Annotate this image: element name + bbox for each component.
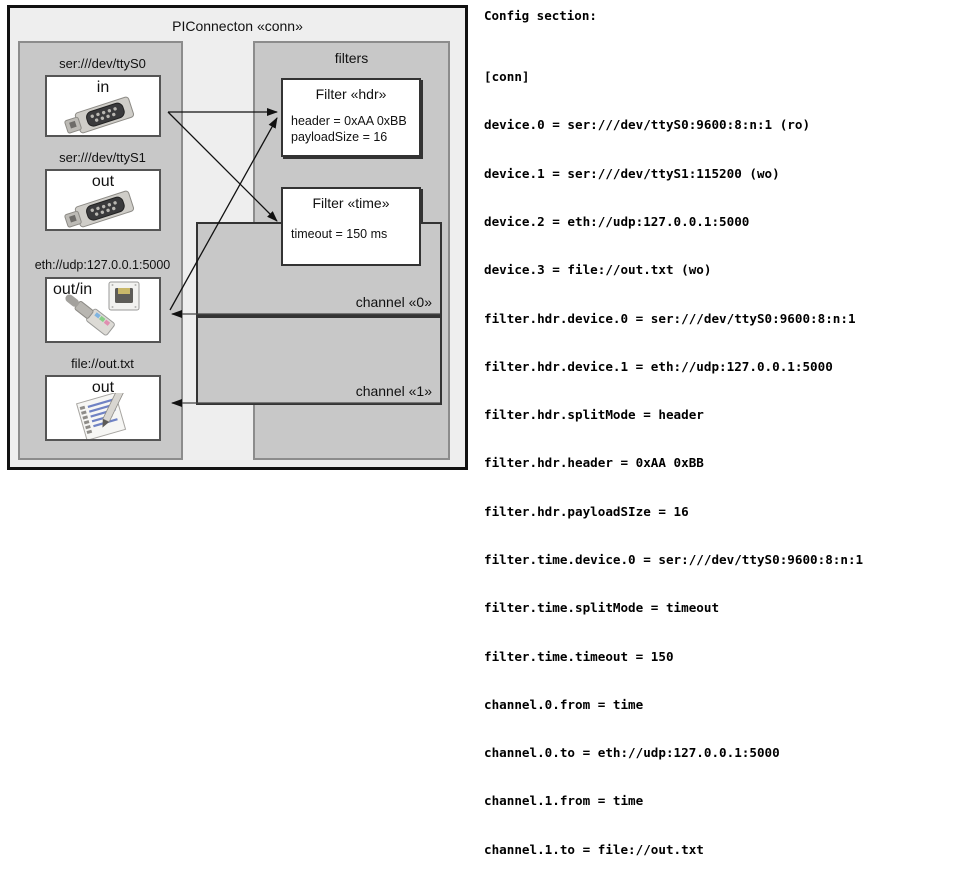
filter-card-time-top[interactable]: Filter «time» timeout = 150 ms (281, 187, 421, 266)
channel-label-0: channel «0» (355, 294, 432, 310)
config-line: filter.hdr.device.1 = eth://udp:127.0.0.… (484, 358, 833, 374)
config-line: device.1 = ser:///dev/ttyS1:115200 (wo) (484, 165, 780, 181)
channel-label-1: channel «1» (355, 383, 432, 399)
text-file-pencil-icon (75, 393, 127, 439)
device-card-ttyS1[interactable]: out (45, 169, 161, 231)
serial-db9-icon (64, 190, 135, 228)
device-io-ttyS1: out (91, 173, 115, 190)
diagram-root: PIConnecton «conn» ser:///dev/ttyS0 in (7, 5, 863, 857)
device-card-ttyS0[interactable]: in (45, 75, 161, 137)
config-line: filter.hdr.splitMode = header (484, 407, 704, 423)
device-label-eth: eth://udp:127.0.0.1:5000 (34, 258, 171, 272)
device-io-ttyS0: in (96, 79, 110, 96)
config-line: channel.1.to = file://out.txt (484, 841, 704, 857)
filter-title-hdr: Filter «hdr» (315, 86, 387, 102)
config-line: device.3 = file://out.txt (wo) (484, 262, 712, 278)
filter-card-hdr-top[interactable]: Filter «hdr» header = 0xAA 0xBB payloadS… (281, 78, 421, 157)
config-line: [conn] (484, 69, 530, 85)
config-line: filter.hdr.header = 0xAA 0xBB (484, 455, 704, 471)
device-card-file[interactable]: out (45, 375, 161, 441)
config-line: device.2 = eth://udp:127.0.0.1:5000 (484, 214, 750, 230)
config-line: filter.hdr.payloadSIze = 16 (484, 503, 689, 519)
filter-attr-timeout: timeout = 150 ms (291, 227, 388, 241)
device-io-file: out (91, 379, 115, 396)
config-lines: [conn] device.0 = ser:///dev/ttyS0:9600:… (484, 37, 962, 890)
config-line: filter.time.timeout = 150 (484, 648, 674, 664)
ethernet-plug-icon (65, 281, 140, 336)
device-label-file: file://out.txt (71, 356, 134, 371)
config-line: device.0 = ser:///dev/ttyS0:9600:8:n:1 (… (484, 117, 811, 133)
config-line: filter.time.splitMode = timeout (484, 600, 720, 616)
config-line: channel.0.to = eth://udp:127.0.0.1:5000 (484, 745, 780, 761)
config-line: filter.time.device.0 = ser:///dev/ttyS0:… (484, 552, 864, 567)
config-line: channel.0.from = time (484, 696, 644, 712)
page-title: PIConnecton «conn» (172, 18, 303, 34)
config-line: filter.hdr.device.0 = ser:///dev/ttyS0:9… (484, 310, 856, 326)
config-heading: Config section: (484, 8, 597, 23)
device-card-eth[interactable]: out/in (45, 277, 161, 343)
serial-db9-icon (64, 96, 135, 134)
device-label-ttyS1: ser:///dev/ttyS1 (59, 150, 146, 165)
config-line: channel.1.from = time (484, 793, 644, 809)
filter-title-time: Filter «time» (312, 195, 390, 211)
filter-attr-header: header = 0xAA 0xBB (291, 114, 407, 128)
device-label-ttyS0: ser:///dev/ttyS0 (59, 56, 146, 71)
config-section: Config section: [conn] device.0 = ser://… (484, 8, 962, 890)
filter-attr-payloadsize: payloadSize = 16 (291, 130, 388, 144)
channel-box-1[interactable]: channel «1» (196, 316, 442, 405)
devices-panel: ser:///dev/ttyS0 in (18, 41, 183, 460)
filters-panel-title: filters (334, 50, 369, 66)
device-io-eth: out/in (53, 281, 93, 298)
